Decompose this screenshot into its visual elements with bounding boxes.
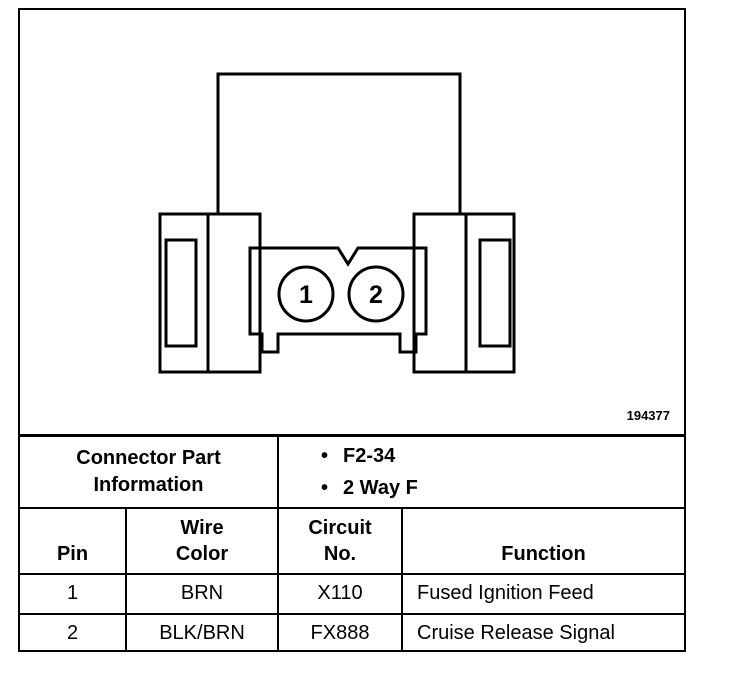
cavity-1-label: 1: [299, 281, 313, 309]
connector-pinout-table: Connector Part Information • F2-34 • 2 Way…: [20, 434, 684, 652]
connector-drawing-area: 1 2 194377: [20, 10, 684, 434]
connector-info-list: • F2-34 • 2 Way F: [277, 434, 684, 509]
table-header-row: Pin Wire Color Circuit No. Function: [20, 506, 684, 575]
connector-info-item: • F2-34: [321, 440, 684, 472]
row-1-pin: 1: [20, 572, 127, 615]
cavity-face: [248, 246, 428, 354]
row-1-function: Fused Ignition Feed: [401, 572, 684, 615]
row-2-pin: 2: [20, 612, 127, 652]
row-2-function: Cruise Release Signal: [401, 612, 684, 652]
connector-info-label-line2: Information: [93, 473, 204, 496]
header-circuit-line1: Circuit: [308, 516, 372, 539]
right-housing: [412, 212, 516, 374]
left-latch-slot: [164, 238, 198, 348]
cavity-1-circle: [277, 265, 335, 323]
header-circuit: Circuit No.: [277, 506, 403, 575]
header-function: Function: [401, 506, 684, 575]
connector-face-drawing: 1 2: [158, 72, 516, 374]
connector-lock-loop: [216, 72, 462, 214]
header-pin: Pin: [20, 506, 127, 575]
cavity-2-circle: [347, 265, 405, 323]
connector-diagram-frame: 1 2 194377 Connector Part Information • F…: [18, 8, 686, 652]
connector-info-item: • 2 Way F: [321, 472, 684, 504]
table-row: 2 BLK/BRN FX888 Cruise Release Signal: [20, 612, 684, 652]
header-pin-text: Pin: [56, 542, 89, 565]
header-circuit-line2: No.: [323, 542, 357, 565]
header-wire-color-line1: Wire: [180, 516, 224, 539]
row-2-wire-color: BLK/BRN: [125, 612, 279, 652]
table-row: 1 BRN X110 Fused Ignition Feed: [20, 572, 684, 615]
connector-info-label-line1: Connector Part: [76, 446, 221, 469]
cavity-2-label: 2: [369, 281, 383, 309]
part-number: F2-34: [343, 444, 396, 467]
connector-info-row: Connector Part Information • F2-34 • 2 Way…: [20, 434, 684, 509]
row-2-circuit: FX888: [277, 612, 403, 652]
row-1-wire-color: BRN: [125, 572, 279, 615]
left-housing: [158, 212, 262, 374]
header-function-text: Function: [501, 542, 586, 565]
connector-type: 2 Way F: [343, 476, 418, 499]
figure-id: 194377: [626, 408, 670, 423]
row-1-circuit: X110: [277, 572, 403, 615]
header-wire-color: Wire Color: [125, 506, 279, 575]
bullet-icon: •: [321, 444, 329, 467]
header-wire-color-line2: Color: [175, 542, 229, 565]
bullet-icon: •: [321, 476, 329, 499]
right-latch-slot: [478, 238, 512, 348]
connector-info-label: Connector Part Information: [20, 434, 279, 509]
